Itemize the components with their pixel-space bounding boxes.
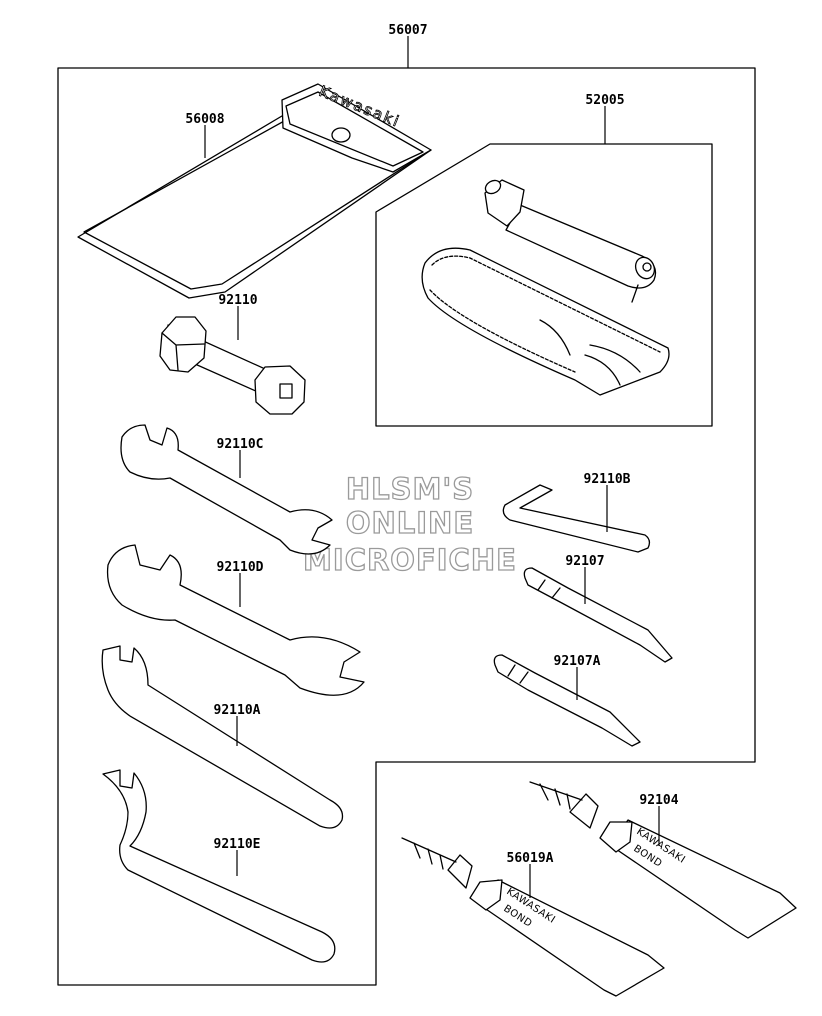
plug-wrench-socket	[159, 316, 306, 415]
pump-bag	[421, 247, 670, 396]
hook-spanner-a	[101, 645, 344, 829]
label-92107: 92107	[565, 554, 604, 569]
leader-lines	[204, 36, 660, 898]
label-52005: 52005	[585, 93, 624, 108]
label-92107A: 92107A	[554, 654, 601, 669]
label-92104: 92104	[639, 793, 678, 808]
watermark-line-1: HLSM'S	[346, 472, 474, 506]
hook-spanner-e	[102, 769, 336, 963]
label-92110A: 92110A	[214, 703, 261, 718]
screwdriver-92107	[523, 567, 673, 663]
watermark: HLSM'S ONLINE MICROFICHE	[302, 471, 517, 577]
watermark-line-2: ONLINE	[346, 506, 474, 540]
screwdriver-92107a	[493, 654, 641, 747]
tire-pump	[484, 179, 657, 303]
watermark-line-3: MICROFICHE	[303, 543, 517, 577]
pouch-snap-button	[331, 127, 351, 143]
pump-group-frame	[375, 143, 713, 427]
label-56007: 56007	[388, 23, 427, 38]
kit-outline-frame	[57, 67, 756, 986]
label-92110C: 92110C	[217, 437, 264, 452]
open-end-wrench-d	[106, 544, 365, 696]
label-92110E: 92110E	[214, 837, 261, 852]
hex-key	[502, 484, 651, 553]
open-end-wrench-c	[120, 424, 333, 555]
label-56008: 56008	[185, 112, 224, 127]
label-92110B: 92110B	[584, 472, 631, 487]
label-92110: 92110	[218, 293, 257, 308]
label-92110D: 92110D	[217, 560, 264, 575]
tool-pouch: Kawasaki	[77, 82, 432, 299]
part-labels: 56007 56008 52005 92110 92110C 92110D 92…	[185, 23, 678, 866]
label-56019A: 56019A	[507, 851, 554, 866]
